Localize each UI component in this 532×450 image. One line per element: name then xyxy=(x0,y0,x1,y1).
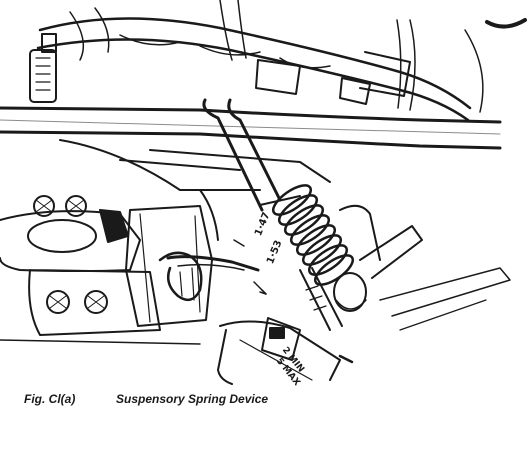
figure-caption: Fig. Cl(a) Suspensory Spring Device xyxy=(24,392,268,406)
figure-number: Fig. Cl(a) xyxy=(24,392,76,406)
suspensory-spring-illustration xyxy=(0,0,527,385)
figure-title: Suspensory Spring Device xyxy=(116,392,269,406)
